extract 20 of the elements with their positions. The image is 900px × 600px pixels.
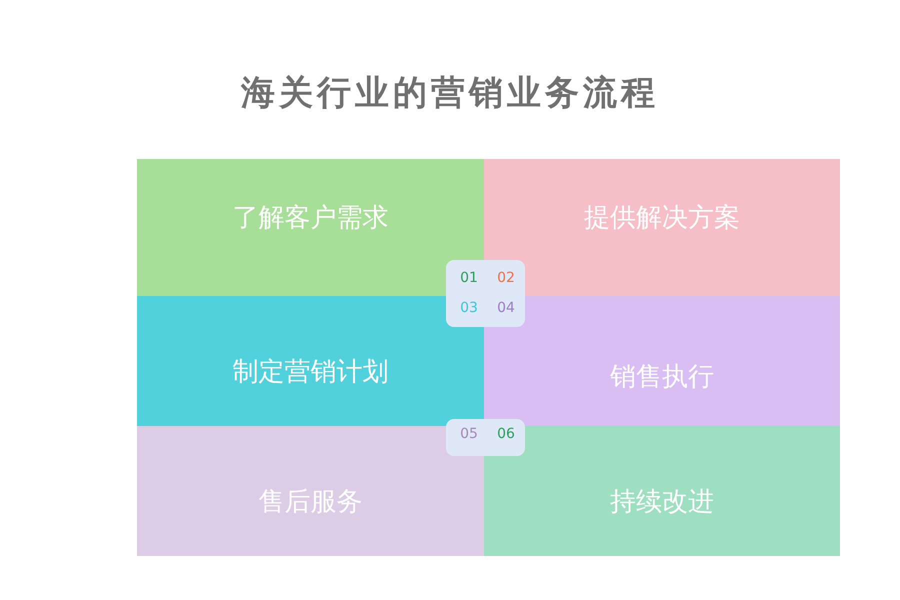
step-label: 了解客户需求: [232, 202, 388, 235]
step-label: 销售执行: [610, 360, 714, 394]
step-panel: [484, 426, 840, 556]
step-number: 05: [459, 426, 479, 442]
number-badge: [446, 419, 525, 456]
step-panel: [137, 426, 484, 556]
step-number: 02: [496, 270, 516, 286]
step-panel: [484, 296, 840, 426]
step-panel: [137, 296, 484, 426]
step-panel: [137, 159, 484, 296]
number-badge: [446, 260, 525, 327]
step-label: 持续改进: [610, 486, 714, 518]
step-label: 提供解决方案: [584, 202, 740, 235]
step-panel: [484, 159, 840, 296]
step-number: 01: [459, 270, 479, 286]
title: 海关行业的营销业务流程: [240, 72, 660, 115]
step-number: 03: [459, 300, 479, 316]
step-number: 04: [496, 300, 516, 316]
step-number: 06: [496, 426, 516, 442]
step-label: 制定营销计划: [232, 356, 388, 388]
